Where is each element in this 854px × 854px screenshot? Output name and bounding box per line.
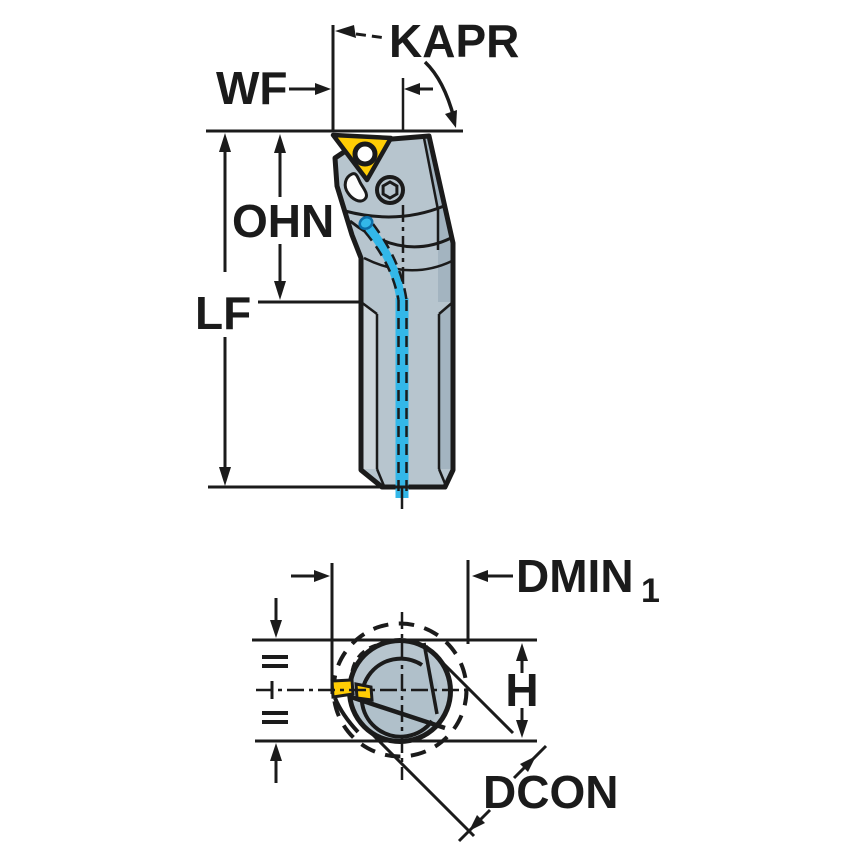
head-boss-curve: [349, 219, 452, 249]
lf-arrowhead-up: [219, 133, 231, 152]
shank-chamfer-bottom-left: [375, 468, 386, 487]
dcon-tangent-line-lower: [370, 732, 476, 838]
extension-lines-front: [206, 25, 463, 489]
dim-dmin1: [291, 560, 513, 694]
dim-h: [252, 598, 537, 783]
shank-highlight-strip: [363, 303, 377, 469]
kapr-angle-arc: [423, 60, 456, 119]
label-dcon: DCON: [483, 766, 618, 818]
ohn-arrowhead-up: [274, 134, 286, 153]
dim-ohn: [274, 134, 286, 300]
head-inner-arc: [359, 656, 434, 739]
pocket-hook-detail: [343, 172, 368, 203]
dcon-arrowhead-lower: [469, 815, 485, 831]
kapr-arc-arrowhead: [445, 110, 457, 128]
cutting-edge-line: [350, 694, 446, 731]
dmin-arrowhead-right: [472, 570, 488, 582]
sym-arrowhead-down: [270, 620, 282, 638]
label-h: H: [505, 664, 538, 716]
shank-chamfer-bottom-right: [437, 468, 448, 487]
label-wf: WF: [216, 62, 288, 114]
h-arrowhead-down: [516, 720, 528, 738]
coolant-tube-curve: [365, 225, 406, 301]
tool-body: [332, 133, 456, 490]
hex-socket: [381, 180, 399, 200]
coolant-hidden-edge-curve-left: [364, 231, 400, 301]
inner-dashed-arc: [350, 643, 377, 672]
dim-lf: [219, 133, 231, 486]
shank-chamfer-top-right: [438, 301, 454, 315]
dcon-arrowhead-upper: [520, 756, 536, 772]
wf-arrowhead-left: [315, 83, 331, 95]
shank-shadow-strip: [439, 303, 452, 469]
dmin-arrowhead-left: [314, 570, 330, 582]
label-dmin: DMIN: [516, 550, 634, 602]
head-shoulder-curve: [344, 204, 445, 219]
label-ohn: OHN: [232, 195, 334, 247]
front-view: KAPR WF OHN LF: [195, 15, 519, 509]
shank-chamfer-top-left: [360, 301, 378, 315]
insert-tip-section-outer: [330, 678, 355, 699]
clamp-screw: [375, 175, 405, 205]
dim-kapr: [335, 25, 457, 128]
ohn-arrowhead-down: [274, 281, 286, 300]
lf-arrowhead-down: [219, 467, 231, 486]
insert-tip-section-inner: [354, 682, 374, 702]
label-dmin-subscript: 1: [641, 572, 660, 610]
dim-dcon: [370, 644, 548, 843]
wf-arrowhead-right: [404, 83, 420, 95]
coolant-inlet-hole: [358, 215, 374, 231]
screw-head: [375, 175, 405, 205]
pocket-face-line: [422, 642, 439, 715]
dcon-tangent-line-upper: [424, 644, 515, 735]
sym-arrowhead-up: [270, 743, 282, 761]
centerlines-end-view: [256, 612, 468, 780]
coolant-hidden-edge-curve-right: [372, 223, 408, 301]
end-view: DMIN 1 H DCON: [252, 550, 660, 843]
label-kapr: KAPR: [389, 15, 519, 67]
kapr-leader-arrowhead: [335, 25, 356, 38]
label-lf: LF: [195, 287, 251, 339]
h-arrowhead-up: [516, 643, 528, 661]
cutting-insert: [330, 132, 394, 183]
pocket-notch-line: [333, 697, 360, 734]
insert-hole: [352, 141, 378, 167]
kapr-leader-dashes: [355, 32, 387, 40]
dim-wf: [289, 83, 433, 95]
head-facet-line: [422, 137, 440, 250]
neck-curve: [363, 256, 453, 272]
coolant-channel: [358, 205, 409, 509]
